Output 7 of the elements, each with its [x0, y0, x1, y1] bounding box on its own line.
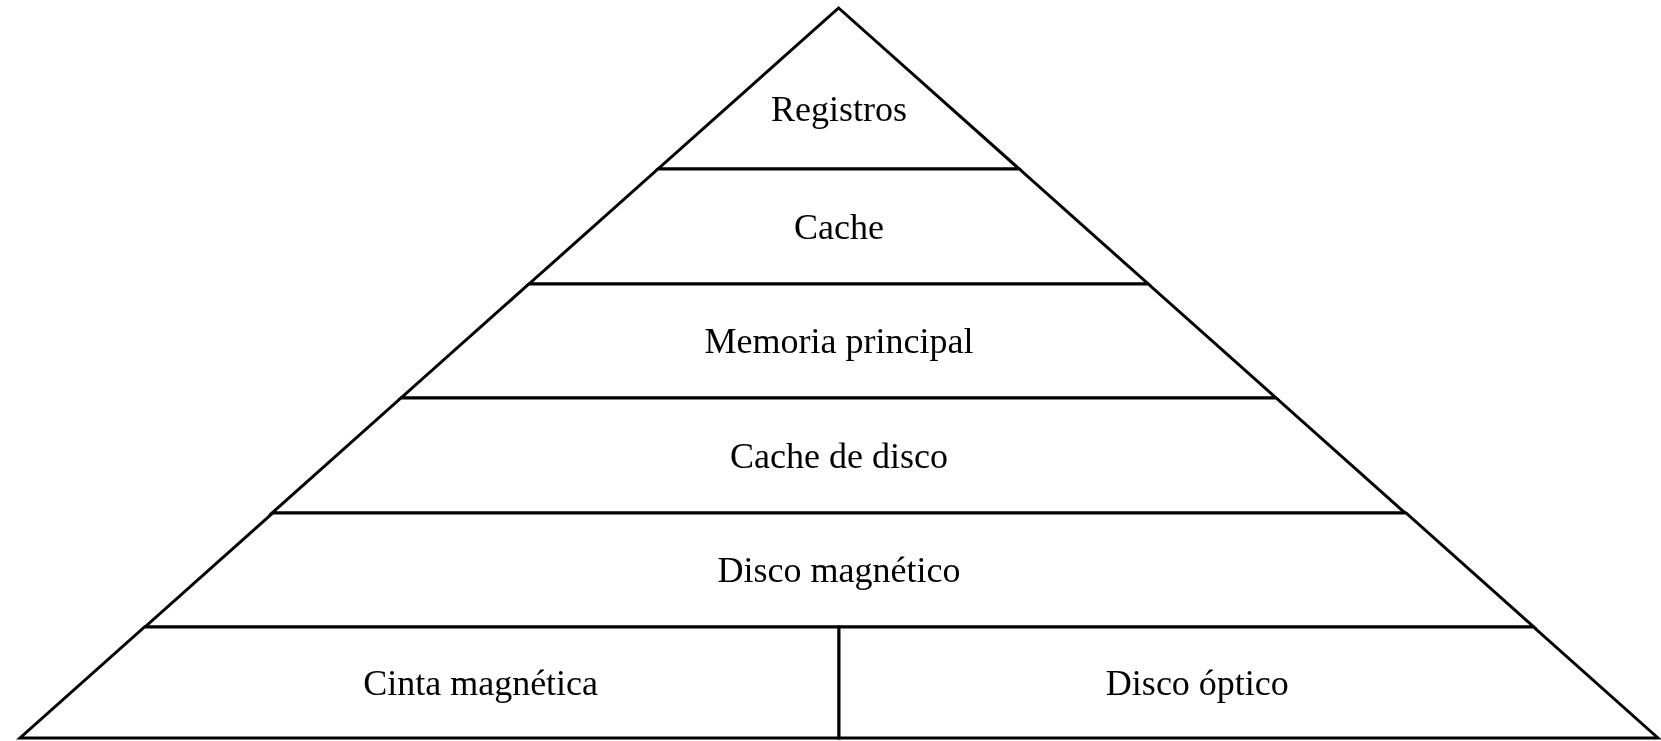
band-label: Memoria principal: [704, 320, 974, 362]
band-label: Cache de disco: [730, 434, 948, 477]
band-label: Cache: [794, 205, 884, 248]
band-label: Cinta magnética: [363, 661, 599, 704]
band-label: Disco óptico: [1105, 661, 1289, 704]
band-label: Disco magnético: [717, 549, 961, 591]
band-label: Registros: [771, 87, 907, 130]
